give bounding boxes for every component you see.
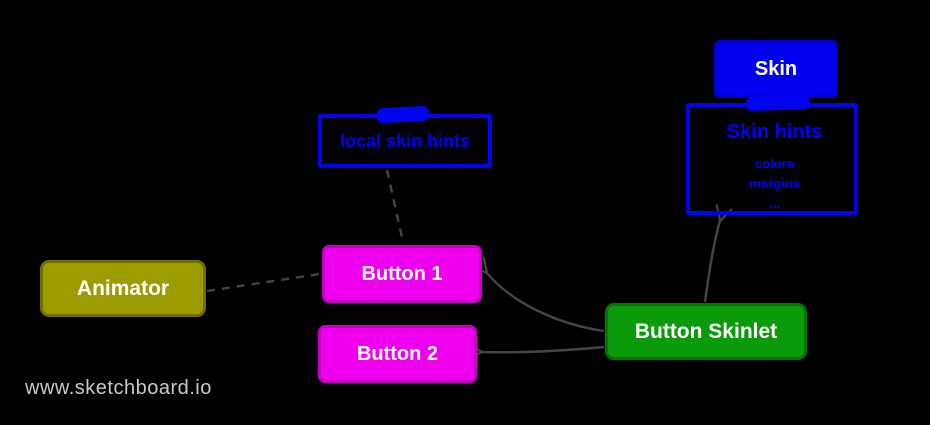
- node-local-skin-hints-label: local skin hints: [339, 130, 471, 151]
- connector-animator-to-button1[interactable]: [206, 272, 321, 293]
- node-animator[interactable]: Animator: [40, 260, 206, 317]
- node-button-2[interactable]: Button 2: [318, 325, 477, 383]
- skin-hints-item: margins: [749, 176, 800, 191]
- node-button-2-label: Button 2: [356, 342, 439, 365]
- node-animator-label: Animator: [76, 276, 170, 300]
- node-button-skinlet[interactable]: Button Skinlet: [605, 303, 807, 360]
- node-button-skinlet-label: Button Skinlet: [634, 319, 778, 343]
- node-button-1[interactable]: Button 1: [322, 245, 482, 303]
- node-skin[interactable]: Skin: [714, 40, 838, 98]
- connector-localhints-to-button1[interactable]: [385, 169, 405, 243]
- node-skin-hints[interactable]: Skin hints colors margins ...: [686, 103, 858, 215]
- skin-hints-title: Skin hints: [726, 121, 823, 143]
- skin-hints-item: colors: [754, 156, 794, 171]
- node-button-1-label: Button 1: [361, 262, 443, 285]
- sketchboard-watermark: www.sketchboard.io: [25, 377, 212, 399]
- connector-skinlet-to-button2[interactable]: [466, 342, 605, 361]
- node-local-skin-hints[interactable]: local skin hints: [318, 114, 492, 168]
- skin-hints-item: ...: [769, 196, 780, 211]
- node-skin-label: Skin: [754, 57, 798, 80]
- connector-skinlet-to-skin-hints[interactable]: [703, 204, 733, 303]
- connector-skinlet-to-button1[interactable]: [470, 256, 605, 333]
